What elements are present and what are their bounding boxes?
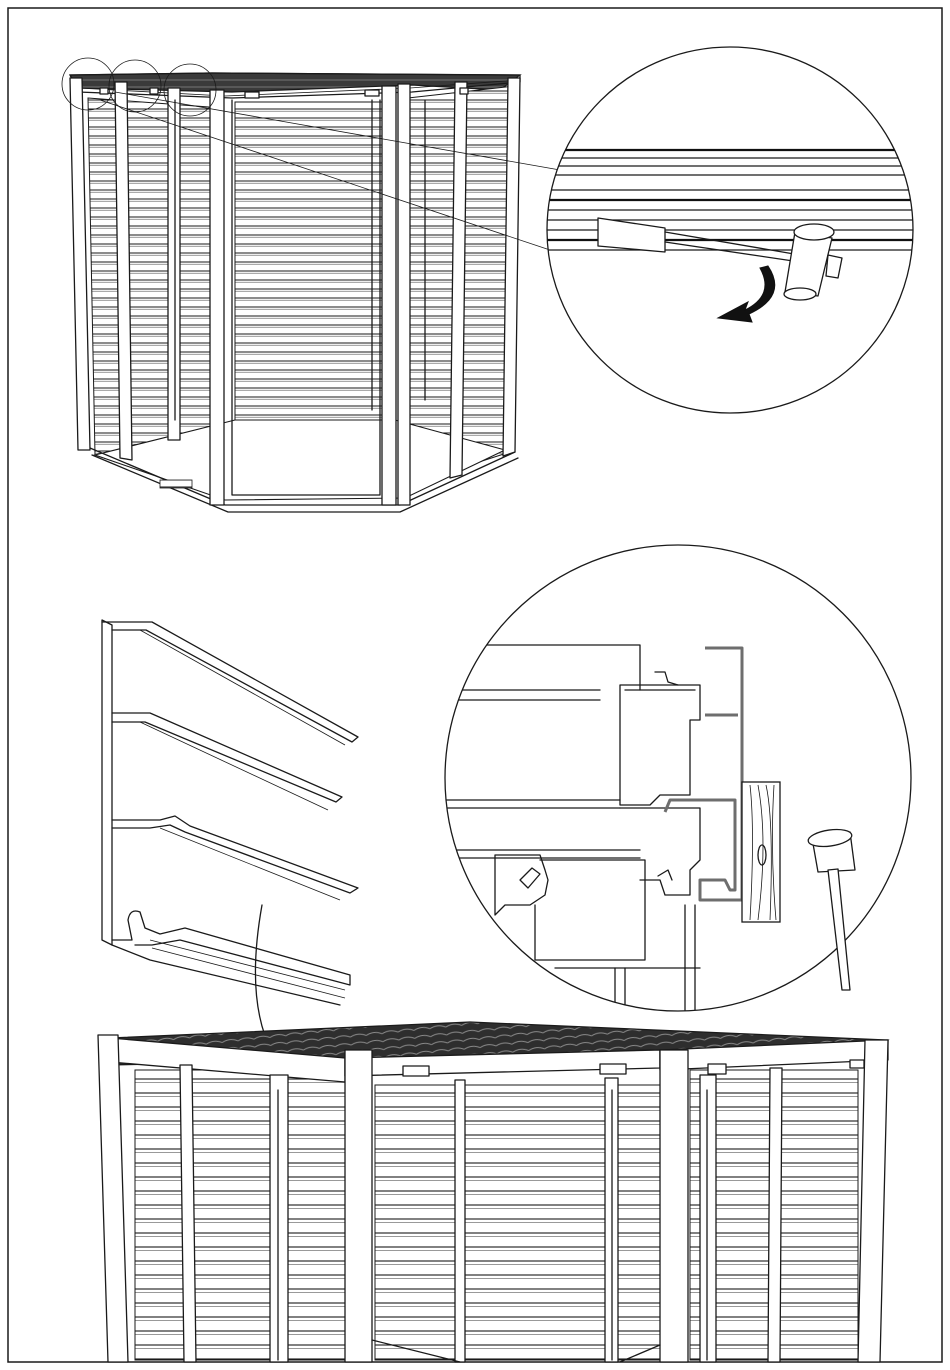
detail-callout-cross-section <box>440 545 911 1011</box>
roof-panel <box>70 73 520 92</box>
back-wall-panels <box>235 102 395 420</box>
greenhouse-overview <box>62 58 560 512</box>
back-wall-panels-closeup <box>375 1085 665 1360</box>
greenhouse-closeup <box>98 1022 888 1362</box>
detail-callout-top <box>540 47 920 413</box>
left-wall-panels-closeup <box>135 1070 345 1360</box>
gutter-profile <box>102 620 358 1005</box>
floor-vent <box>160 480 192 488</box>
wood-block-icon <box>742 782 780 922</box>
